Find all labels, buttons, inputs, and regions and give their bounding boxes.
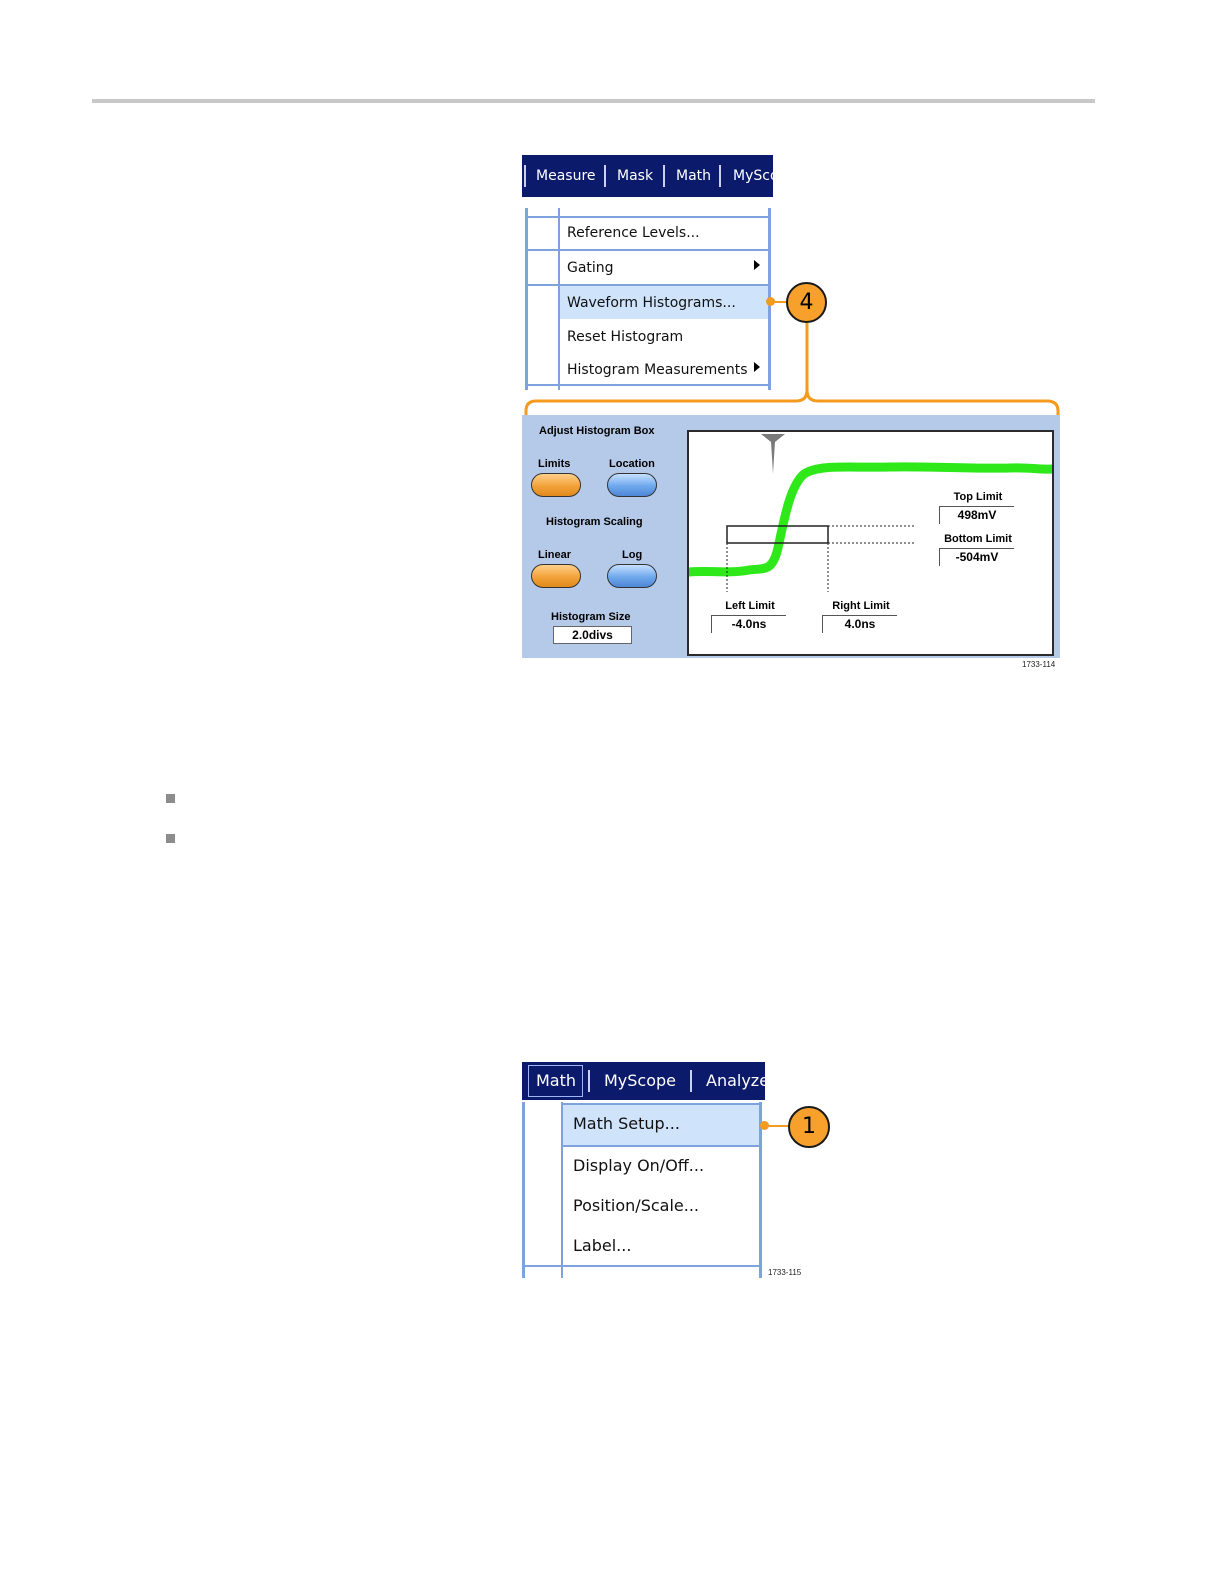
histogram-figure: Measure Mask Math MySco Reference Levels… <box>0 0 1224 700</box>
limits-label: Limits <box>538 458 571 470</box>
menu-item-gating[interactable]: Gating <box>567 260 614 276</box>
menu-item-label: Histogram Measurements <box>567 362 748 378</box>
histogram-scaling-title: Histogram Scaling <box>546 516 643 528</box>
location-label: Location <box>609 458 655 470</box>
right-limit-label: Right Limit <box>832 600 890 612</box>
linear-label: Linear <box>538 549 572 561</box>
callout-bracket <box>524 323 1060 416</box>
menu-item-reset-histogram[interactable]: Reset Histogram <box>567 329 683 345</box>
menu-divider <box>528 249 768 251</box>
menu-separator <box>690 1070 692 1092</box>
menu-item-label: Position/Scale... <box>573 1196 699 1215</box>
menu-measure[interactable]: Measure <box>536 168 596 184</box>
location-button[interactable] <box>607 473 657 497</box>
bullet-marker <box>166 794 175 803</box>
menu-separator <box>524 165 526 187</box>
menu-icon-column-divider <box>558 208 560 390</box>
menu-divider <box>528 284 768 286</box>
menu-item-label: Display On/Off... <box>573 1156 705 1175</box>
menu-bar: Measure Mask Math MySco <box>522 155 773 197</box>
menu-highlight <box>560 286 768 319</box>
left-limit-label: Left Limit <box>725 600 775 612</box>
bottom-limit-label: Bottom Limit <box>944 533 1012 545</box>
measure-dropdown: Reference Levels... Gating Waveform Hist… <box>525 208 771 390</box>
waveform-trace <box>689 434 1052 592</box>
menu-item-display-on-off[interactable]: Display On/Off... <box>573 1156 704 1175</box>
menu-item-reference-levels[interactable]: Reference Levels... <box>567 225 700 241</box>
menu-mask[interactable]: Mask <box>617 168 654 184</box>
callout-4: 4 <box>786 282 827 323</box>
adjust-histogram-box-title: Adjust Histogram Box <box>539 425 655 437</box>
callout-number: 4 <box>799 290 814 315</box>
trigger-marker-icon <box>761 434 785 474</box>
left-limit-field[interactable]: -4.0ns <box>711 615 786 633</box>
menu-icon-column-divider <box>561 1102 563 1278</box>
menu-item-label: Reset Histogram <box>567 329 684 345</box>
bullet-marker <box>166 834 175 843</box>
menu-item-histogram-measurements[interactable]: Histogram Measurements <box>567 362 747 378</box>
figure-id: 1733-115 <box>768 1268 802 1277</box>
menu-divider <box>561 1145 759 1147</box>
math-dropdown: Math Setup... Display On/Off... Position… <box>522 1102 762 1278</box>
menu-separator <box>663 165 665 187</box>
callout-1: 1 <box>788 1106 830 1148</box>
menu-math[interactable]: Math <box>536 1071 577 1090</box>
callout-anchor-dot <box>766 297 775 306</box>
menu-bar: Math MyScope Analyze <box>522 1062 765 1100</box>
top-limit-label: Top Limit <box>953 491 1003 503</box>
linear-button[interactable] <box>531 564 581 588</box>
menu-highlight <box>563 1104 759 1145</box>
menu-separator <box>604 165 606 187</box>
histogram-size-label: Histogram Size <box>551 611 631 623</box>
menu-separator <box>588 1070 590 1092</box>
menu-item-label: Waveform Histograms... <box>567 295 736 311</box>
right-limit-field[interactable]: 4.0ns <box>822 615 897 633</box>
math-menu-figure: Math MyScope Analyze Math Setup... Displ… <box>0 1040 1224 1300</box>
callout-leader <box>771 301 787 303</box>
menu-item-label-text: Label... <box>573 1236 632 1255</box>
header-rule <box>92 99 1095 103</box>
log-label: Log <box>622 549 643 561</box>
menu-analyze[interactable]: Analyze <box>706 1071 765 1090</box>
histogram-plot-area: Top Limit 498mV Bottom Limit -504mV Left… <box>687 430 1054 656</box>
menu-divider <box>525 1265 759 1267</box>
menu-item-waveform-histograms[interactable]: Waveform Histograms... <box>567 295 736 311</box>
menu-math-selected-frame <box>528 1065 583 1097</box>
submenu-arrow-icon <box>754 362 760 372</box>
top-limit-field[interactable]: 498mV <box>939 506 1014 524</box>
menu-divider <box>528 216 768 218</box>
log-button[interactable] <box>607 564 657 588</box>
submenu-arrow-icon <box>754 260 760 270</box>
menu-divider <box>561 1103 759 1105</box>
menu-myscope[interactable]: MySco <box>733 168 773 184</box>
menu-math[interactable]: Math <box>676 168 712 184</box>
limits-button[interactable] <box>531 473 581 497</box>
menu-divider <box>528 384 768 386</box>
histogram-setup-panel: Adjust Histogram Box Limits Location His… <box>522 415 1060 658</box>
menu-item-label: Math Setup... <box>573 1114 680 1133</box>
callout-leader <box>764 1125 790 1127</box>
histogram-box <box>726 525 829 544</box>
menu-item-label: Gating <box>567 260 614 276</box>
menu-separator <box>719 165 721 187</box>
bottom-limit-field[interactable]: -504mV <box>939 548 1014 566</box>
histogram-size-field[interactable]: 2.0divs <box>553 626 632 644</box>
menu-item-position-scale[interactable]: Position/Scale... <box>573 1196 699 1215</box>
callout-anchor-dot <box>760 1121 769 1130</box>
menu-item-label[interactable]: Label... <box>573 1236 631 1255</box>
callout-number: 1 <box>802 1114 816 1139</box>
menu-item-math-setup[interactable]: Math Setup... <box>573 1114 680 1133</box>
menu-myscope[interactable]: MyScope <box>604 1071 677 1090</box>
figure-id: 1733-114 <box>1022 660 1056 669</box>
menu-item-label: Reference Levels... <box>567 225 700 241</box>
